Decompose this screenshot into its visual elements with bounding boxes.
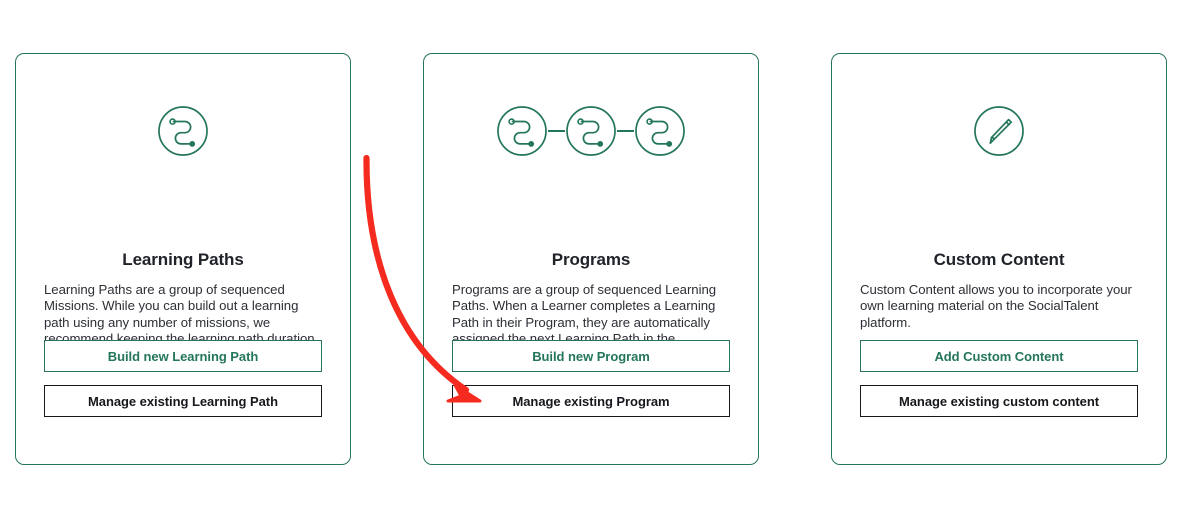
learning-path-node-icon (497, 106, 547, 156)
page-title-learning-paths: Learning Paths (122, 250, 244, 269)
manage-existing-learning-path-button[interactable]: Manage existing Learning Path (44, 385, 322, 417)
add-custom-content-button[interactable]: Add Custom Content (860, 340, 1138, 372)
build-new-program-button[interactable]: Build new Program (452, 340, 730, 372)
manage-existing-custom-content-button[interactable]: Manage existing custom content (860, 385, 1138, 417)
learning-path-node-icon (566, 106, 616, 156)
linked-learning-paths-icon (496, 105, 686, 157)
description-programs: Programs are a group of sequenced Learni… (452, 282, 717, 363)
card-programs: Programs Programs are a group of sequenc… (423, 53, 759, 465)
build-new-learning-path-button[interactable]: Build new Learning Path (44, 340, 322, 372)
card-learning-paths: Learning Paths Learning Paths are a grou… (15, 53, 351, 465)
description-custom-content: Custom Content allows you to incorporate… (860, 282, 1132, 330)
learning-paths-icon-area (16, 93, 350, 169)
custom-content-icon-area (832, 93, 1166, 169)
page-title-programs: Programs (551, 250, 631, 269)
manage-existing-program-button[interactable]: Manage existing Program (452, 385, 730, 417)
learning-path-node-icon (635, 106, 685, 156)
learning-path-node-icon (157, 105, 209, 157)
pencil-icon (973, 105, 1025, 157)
icon-connector-line (617, 130, 634, 132)
page-title-custom-content: Custom Content (933, 250, 1065, 269)
programs-icon-area (424, 93, 758, 169)
icon-connector-line (548, 130, 565, 132)
card-custom-content: Custom Content Custom Content allows you… (831, 53, 1167, 465)
